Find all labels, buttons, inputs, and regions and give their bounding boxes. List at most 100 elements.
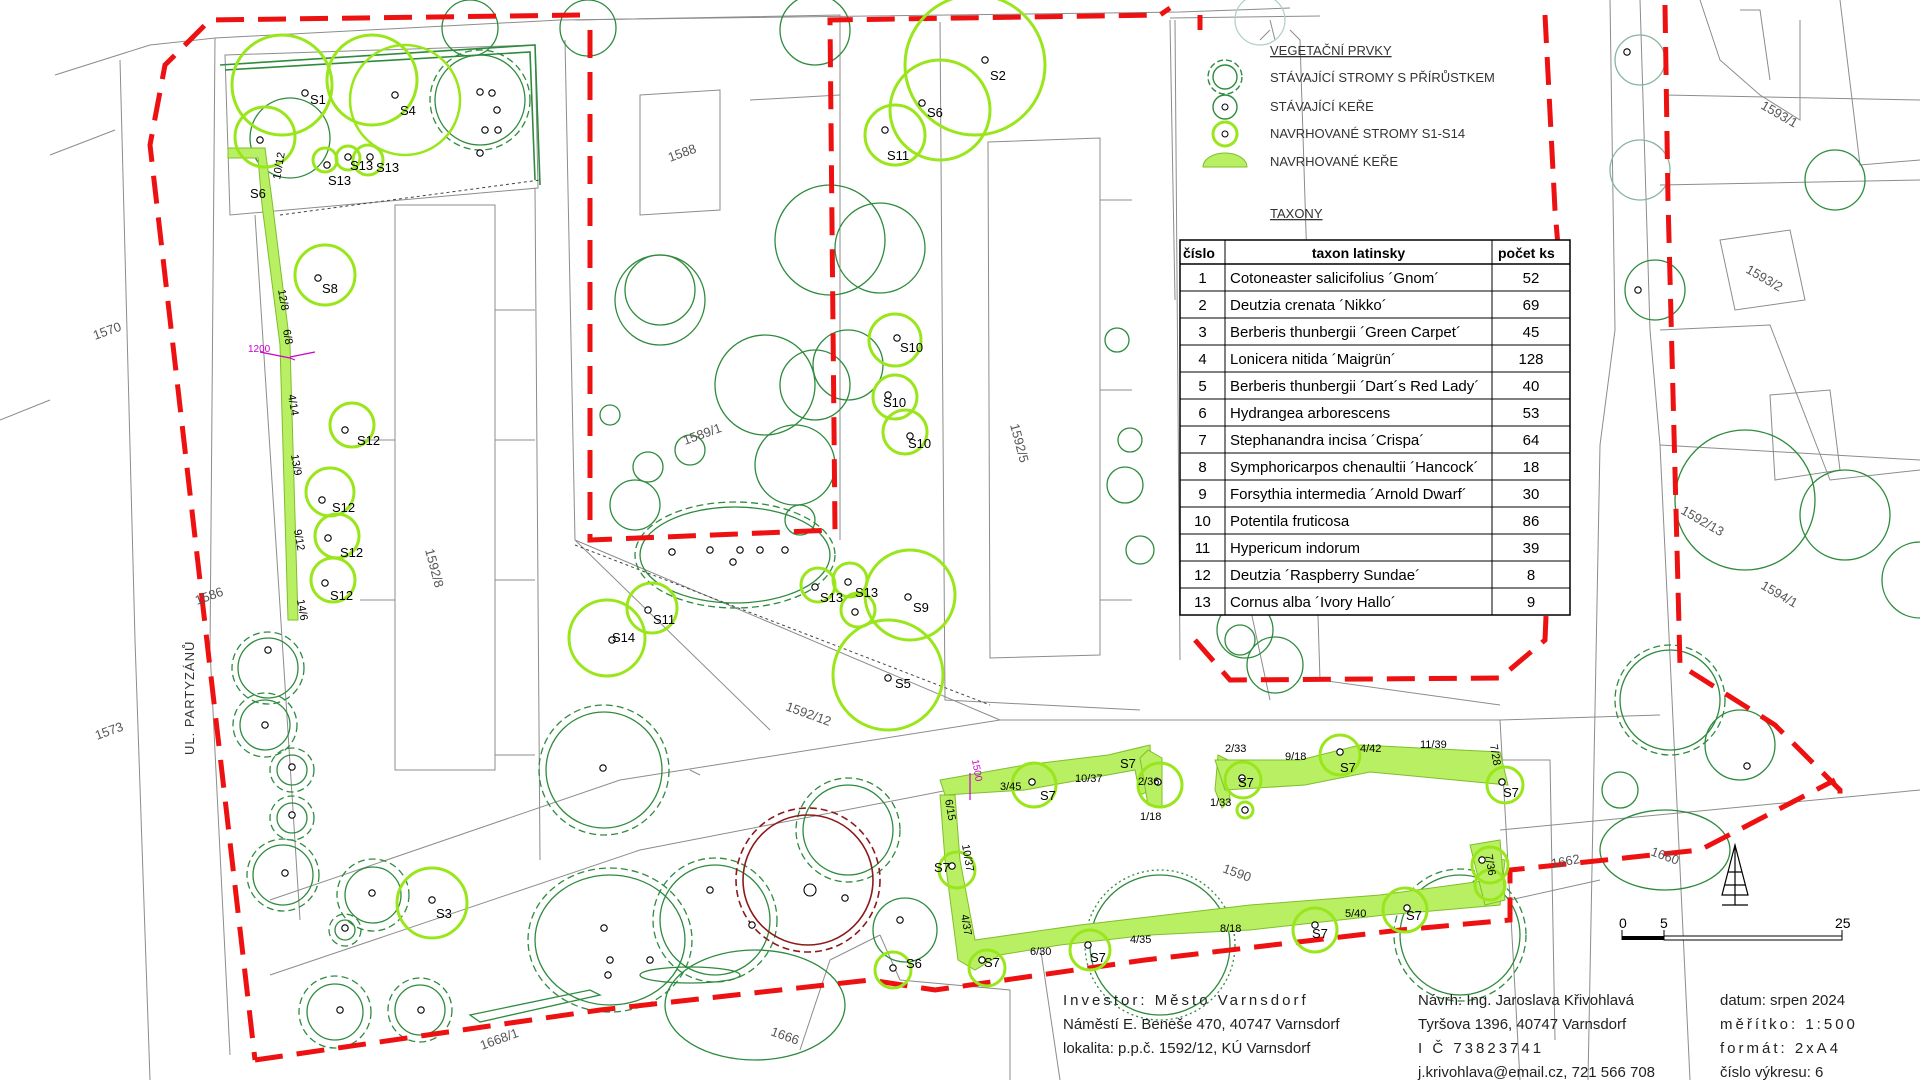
internal-paths <box>279 179 991 706</box>
tree-label: S4 <box>400 103 416 118</box>
tree-label: S7 <box>1340 760 1356 775</box>
table-cell-taxon: Berberis thunbergii ´Green Carpet´ <box>1230 324 1461 341</box>
tree-label: S12 <box>330 588 353 603</box>
table-cell-taxon: Cotoneaster salicifolius ´Gnom´ <box>1230 270 1439 287</box>
proposed-trees <box>230 0 1525 990</box>
table-header: taxon latinsky <box>1312 245 1406 261</box>
hedge-label: 11/39 <box>1420 739 1447 751</box>
table-cell-number: 9 <box>1198 486 1206 503</box>
hedge-label: 13/9 <box>288 453 304 476</box>
hedge-label: 4/37 <box>958 913 974 936</box>
table-cell-count: 45 <box>1523 324 1540 341</box>
table-cell-count: 40 <box>1523 378 1540 395</box>
table-cell-number: 6 <box>1198 405 1206 422</box>
proposed-shrub-icon <box>1202 152 1248 168</box>
tree-label: S13 <box>376 160 399 175</box>
removed-trees <box>735 807 881 953</box>
tree-label: S13 <box>328 173 351 188</box>
tree-label: S7 <box>1120 756 1136 771</box>
existing-shrub-icon <box>1212 94 1238 120</box>
table-cell-taxon: Symphoricarpos chenaultii ´Hancock´ <box>1230 459 1478 476</box>
existing-tree-with-growth-icon <box>1207 59 1243 95</box>
property-boundary <box>147 4 1843 1063</box>
parcel-label: 1590 <box>1221 861 1253 885</box>
tree-label: S7 <box>1238 775 1254 790</box>
parcel-label: 1594/1 <box>1759 578 1801 611</box>
hedge-label: 10/37 <box>959 843 976 872</box>
parcel-label: 1586 <box>193 584 225 608</box>
parcel-label: 1593/2 <box>1744 262 1786 295</box>
table-cell-count: 64 <box>1523 432 1540 449</box>
investor-address: Náměstí E. Beneše 470, 40747 Varnsdorf <box>1063 1016 1340 1033</box>
table-cell-count: 69 <box>1523 297 1540 314</box>
table-cell-count: 30 <box>1523 486 1540 503</box>
designer-contact: j.krivohlava@email.cz, 721 566 708 <box>1417 1064 1655 1080</box>
legend-label: NAVRHOVANÉ KEŘE <box>1270 154 1398 169</box>
hedge-label: 6/15 <box>942 798 958 821</box>
table-cell-number: 2 <box>1198 297 1206 314</box>
tree-label: S7 <box>1406 908 1422 923</box>
tree-label: S1 <box>310 92 326 107</box>
legend-label: STÁVAJÍCÍ STROMY S PŘÍRŮSTKEM <box>1270 70 1495 85</box>
tree-label: S14 <box>612 630 635 645</box>
table-cell-count: 86 <box>1523 513 1540 530</box>
designer-name: Návrh: Ing. Jaroslava Křivohlavá <box>1418 992 1635 1009</box>
legend-title: VEGETAČNÍ PRVKY <box>1270 43 1392 58</box>
hedge-label: 6/30 <box>1030 946 1051 958</box>
hedge-label: 10/37 <box>1075 773 1103 785</box>
table-cell-count: 18 <box>1523 459 1540 476</box>
drawing-format: formát: 2xA4 <box>1720 1040 1841 1057</box>
table-cell-count: 39 <box>1523 540 1540 557</box>
parcel-label: 1570 <box>91 319 123 343</box>
tree-label: S6 <box>906 956 922 971</box>
table-cell-number: 12 <box>1194 567 1211 584</box>
hedge-label: 8/18 <box>1220 923 1241 935</box>
proposed-hedges <box>227 147 1509 971</box>
table-cell-number: 5 <box>1198 378 1206 395</box>
table-cell-taxon: Hypericum indorum <box>1230 540 1360 557</box>
tree-label: S9 <box>913 600 929 615</box>
tree-label: S7 <box>1090 950 1106 965</box>
hedge-label: 9/18 <box>1285 751 1306 763</box>
parcel-label: 1592/13 <box>1679 503 1727 539</box>
table-cell-number: 4 <box>1198 351 1206 368</box>
table-cell-taxon: Hydrangea arborescens <box>1230 405 1390 422</box>
table-cell-count: 52 <box>1523 270 1540 287</box>
scale-label: 25 <box>1835 915 1851 931</box>
tree-label: S12 <box>332 500 355 515</box>
scale-label: 5 <box>1660 915 1668 931</box>
table-cell-number: 1 <box>1198 270 1206 287</box>
hedge-label: 14/6 <box>294 598 310 621</box>
tree-label: S13 <box>855 585 878 600</box>
table-cell-taxon: Deutzia crenata ´Nikko´ <box>1230 297 1387 314</box>
tree-label: S3 <box>436 906 452 921</box>
parcel-label: 1662 <box>1550 851 1581 871</box>
tree-label: S10 <box>908 436 931 451</box>
dimension-label: 1200 <box>248 344 271 355</box>
investor-name: Investor: Město Varnsdorf <box>1063 992 1309 1009</box>
scale-label: 0 <box>1619 915 1627 931</box>
north-arrow-icon <box>1721 842 1749 906</box>
designer-ic: I Č 73823741 <box>1418 1040 1544 1057</box>
tree-label: S13 <box>820 590 843 605</box>
parcel-label: 1573 <box>93 719 125 743</box>
tree-centers <box>256 48 1751 1014</box>
parcel-label: 1593/1 <box>1759 98 1801 131</box>
hedge-label: 4/14 <box>285 393 301 416</box>
table-header: počet ks <box>1498 245 1555 261</box>
table-cell-taxon: Cornus alba ´Ivory Hallo´ <box>1230 594 1396 611</box>
table-cell-number: 3 <box>1198 324 1206 341</box>
table-cell-taxon: Lonicera nitida ´Maigrün´ <box>1230 351 1396 368</box>
parcel-label: 1660 <box>1649 844 1681 868</box>
tree-label: S10 <box>883 395 906 410</box>
tree-label: S7 <box>984 955 1000 970</box>
scale-bar-segment <box>1663 935 1843 941</box>
tree-label: S7 <box>934 860 950 875</box>
hedge-label: 1/33 <box>1210 797 1231 809</box>
table-cell-count: 9 <box>1527 594 1535 611</box>
tree-label: S6 <box>250 186 266 201</box>
proposed-tree-icon <box>1211 120 1239 148</box>
tree-label: S12 <box>340 545 363 560</box>
